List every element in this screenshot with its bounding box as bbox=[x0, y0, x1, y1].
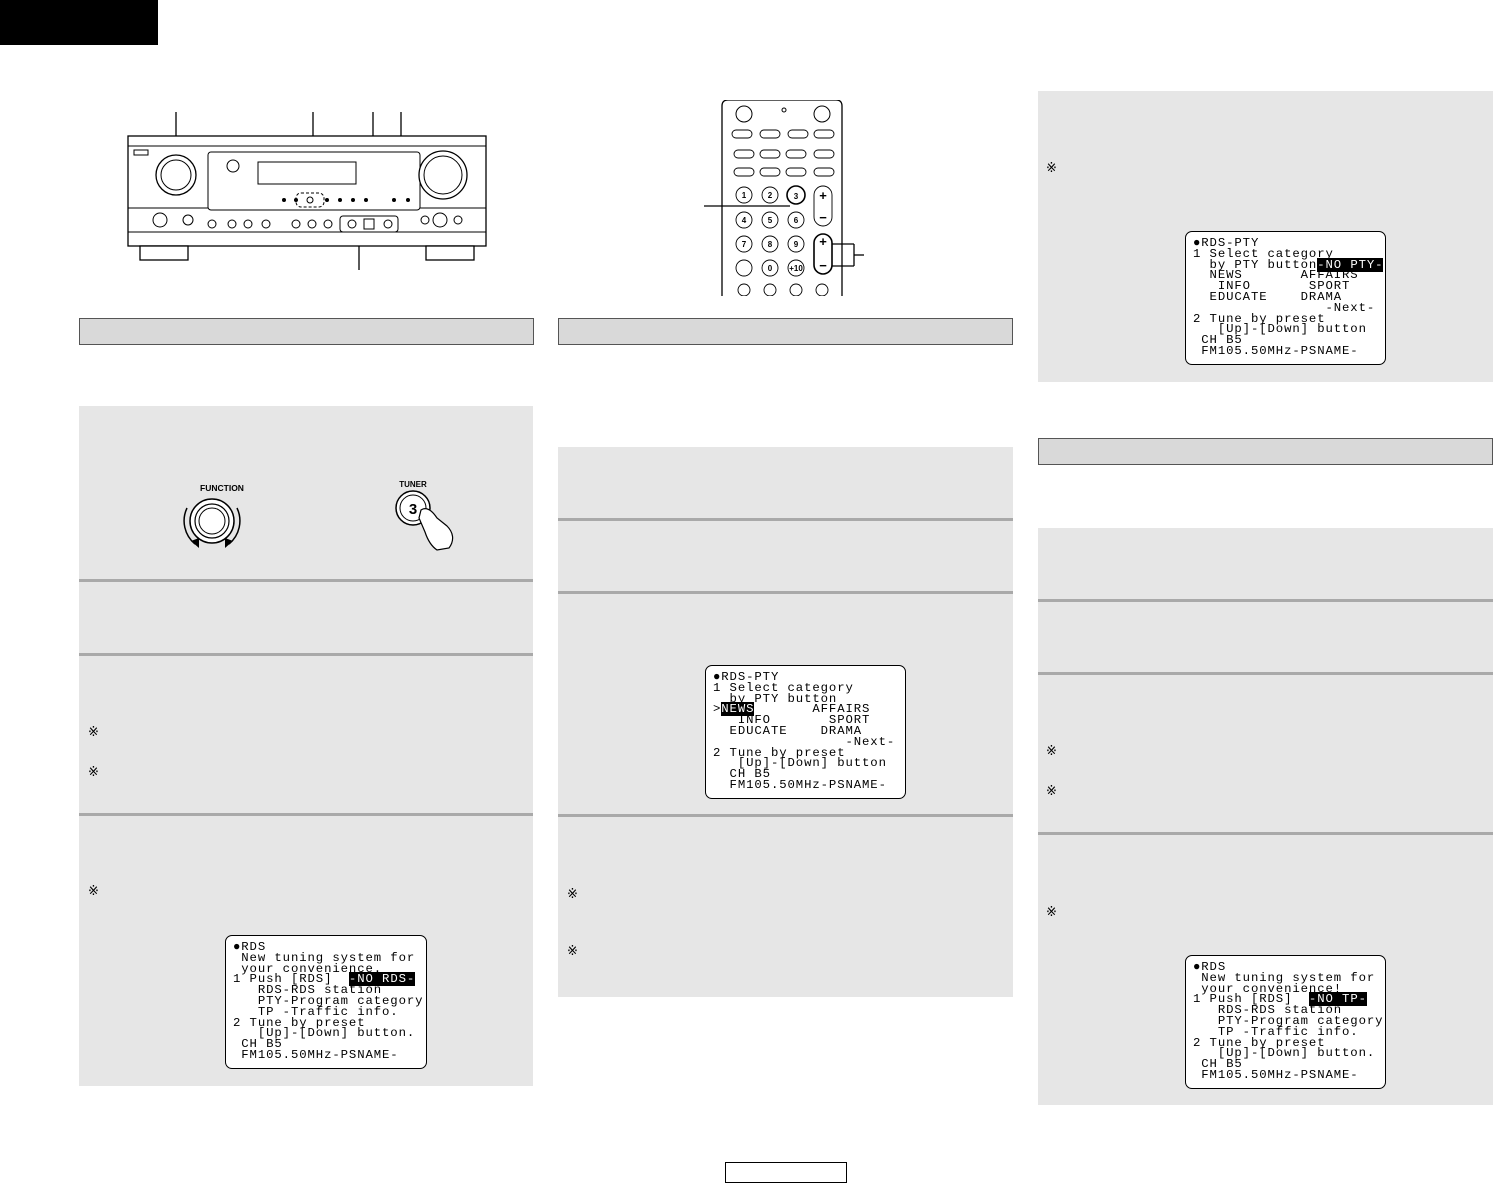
step-box-4 bbox=[558, 817, 1013, 997]
step-separator bbox=[79, 813, 533, 816]
svg-text:5: 5 bbox=[768, 216, 773, 225]
no-pty-badge: -NO PTY- bbox=[1317, 257, 1384, 272]
function-knob-icon: FUNCTION bbox=[183, 483, 244, 548]
note-mark: ※ bbox=[567, 944, 578, 959]
svg-text:4: 4 bbox=[742, 216, 747, 225]
svg-text:+10: +10 bbox=[789, 264, 803, 273]
function-label: FUNCTION bbox=[200, 483, 244, 493]
svg-text:−: − bbox=[819, 210, 827, 225]
tuner-button-icon: TUNER 3 bbox=[395, 480, 454, 551]
step-separator bbox=[1038, 672, 1493, 675]
svg-text:1: 1 bbox=[742, 191, 747, 200]
note-mark: ※ bbox=[88, 765, 99, 780]
step-separator bbox=[79, 653, 533, 656]
step-separator bbox=[558, 591, 1013, 594]
osd-pty-no-pty-screen: ●RDS-PTY 1 Select category by PTY button… bbox=[1185, 231, 1386, 365]
step-box-2 bbox=[79, 582, 533, 653]
svg-text:0: 0 bbox=[768, 264, 773, 273]
step-box-1 bbox=[558, 447, 1013, 518]
step-box-1 bbox=[1038, 528, 1493, 599]
svg-text:3: 3 bbox=[794, 192, 799, 201]
note-mark: ※ bbox=[1046, 905, 1057, 920]
language-tab bbox=[0, 0, 158, 45]
osd-pty-screen: ●RDS-PTY 1 Select category by PTY button… bbox=[705, 665, 906, 799]
no-rds-badge: -NO RDS- bbox=[348, 972, 416, 987]
osd-rds-screen: ●RDS New tuning system for your convenie… bbox=[225, 935, 427, 1069]
svg-text:6: 6 bbox=[794, 216, 799, 225]
step-box-2 bbox=[1038, 602, 1493, 672]
note-mark: ※ bbox=[567, 887, 578, 902]
tuner-label: TUNER bbox=[399, 480, 427, 489]
remote-control-illustration: 1 2 3 4 5 6 7 8 9 0 +10 + + − − bbox=[704, 100, 864, 296]
step-separator bbox=[79, 579, 533, 582]
note-mark: ※ bbox=[1046, 784, 1057, 799]
section-heading-bar-left bbox=[79, 318, 534, 345]
osd-tp-screen: ●RDS New tuning system for your convenie… bbox=[1185, 955, 1386, 1089]
note-mark: ※ bbox=[1046, 161, 1057, 176]
receiver-front-panel-illustration bbox=[127, 112, 487, 270]
news-highlight: NEWS bbox=[721, 702, 755, 717]
step-separator bbox=[558, 814, 1013, 817]
step-separator bbox=[1038, 599, 1493, 602]
section-heading-bar-middle bbox=[558, 318, 1013, 345]
svg-text:2: 2 bbox=[768, 191, 773, 200]
svg-text:9: 9 bbox=[794, 240, 799, 249]
section-heading-bar-right bbox=[1038, 438, 1493, 465]
svg-text:+: + bbox=[819, 188, 827, 203]
svg-text:7: 7 bbox=[742, 240, 747, 249]
svg-text:−: − bbox=[819, 258, 827, 273]
step-box-3 bbox=[79, 656, 533, 813]
no-tp-badge: -NO TP- bbox=[1308, 992, 1367, 1007]
note-mark: ※ bbox=[88, 884, 99, 899]
step-box-2 bbox=[558, 521, 1013, 591]
step-box-3 bbox=[1038, 675, 1493, 832]
svg-text:8: 8 bbox=[768, 240, 773, 249]
step-separator bbox=[1038, 832, 1493, 835]
svg-text:+: + bbox=[819, 234, 827, 249]
page-number-box bbox=[725, 1162, 847, 1183]
note-mark: ※ bbox=[88, 725, 99, 740]
step-box-1 bbox=[79, 406, 533, 579]
note-mark: ※ bbox=[1046, 744, 1057, 759]
tuner-number: 3 bbox=[409, 501, 417, 518]
step-separator bbox=[558, 518, 1013, 521]
